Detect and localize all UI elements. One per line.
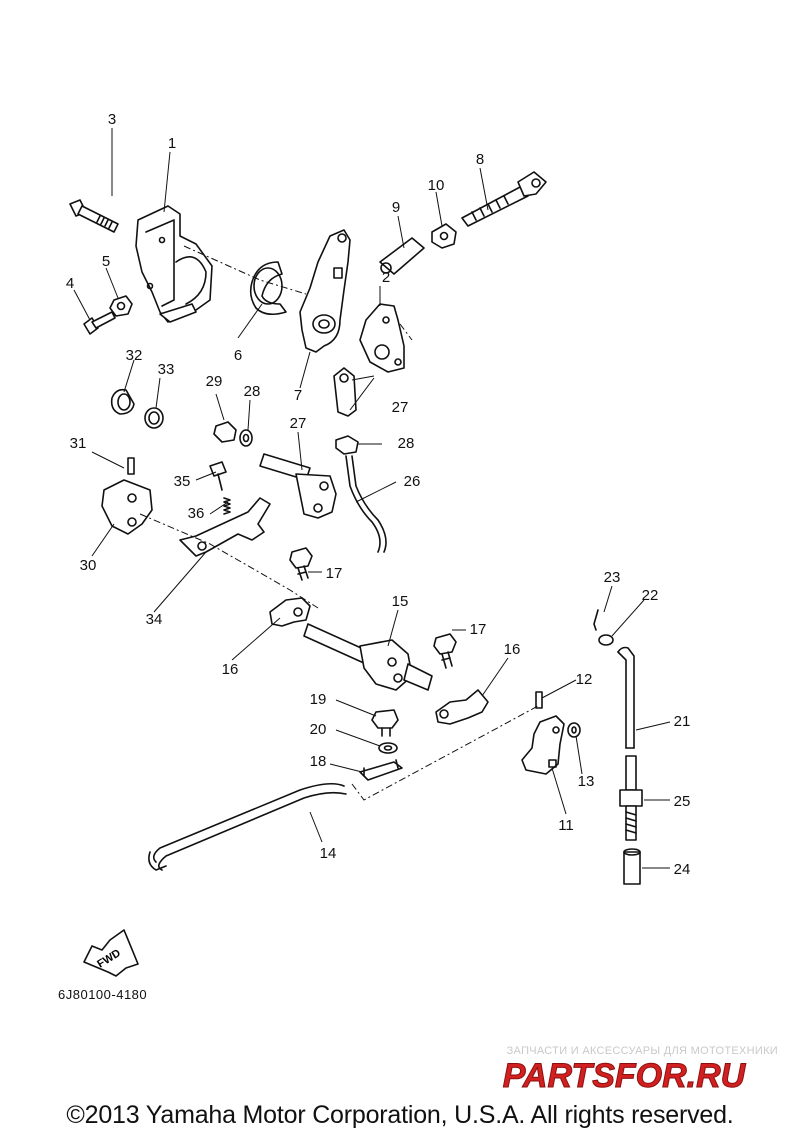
part-33-pin [127,457,135,475]
callout-10: 10 [428,177,445,194]
part-38-spring [223,497,231,515]
part-32-collar [101,479,153,535]
fwd-arrow-icon [83,929,139,977]
callout-15: 15 [392,593,409,610]
part-19-bolt [371,709,399,737]
callout-9: 9 [392,199,400,216]
part-10-nut [431,223,457,249]
part-12-pin [535,691,543,709]
part-8-rod [461,171,547,227]
part-5-nut [109,295,133,317]
part-2-cam-plate [359,303,405,373]
callout-17-upper: 17 [326,565,343,582]
callout-numbers: 3 1 5 4 6 7 2 8 10 9 27 28 26 27 28 29 3… [66,111,691,971]
callout-2: 2 [382,269,390,286]
part-36-shift-fork [179,497,271,557]
part-37-screw [209,461,227,491]
callout-36: 34 [146,611,163,628]
callout-37: 35 [174,473,191,490]
callout-33: 31 [70,435,87,452]
callout-31: 29 [206,373,223,390]
callout-34: 32 [126,347,143,364]
part-25-threaded-link [619,755,643,841]
callout-18: 18 [310,753,327,770]
copyright-notice: ©2013 Yamaha Motor Corporation, U.S.A. A… [66,1101,734,1129]
callout-7: 7 [294,387,302,404]
part-20-washer [378,742,398,754]
part-11-lever [521,715,565,775]
part-9-joint [379,237,425,275]
callout-29: 27 [290,415,307,432]
part-4-screw [83,311,116,335]
callout-16-left: 16 [222,661,239,678]
callout-14: 14 [320,845,337,862]
callout-8: 8 [476,151,484,168]
callout-23: 23 [604,569,621,586]
watermark-logo-text: PARTSFOR.RU [503,1057,747,1093]
callout-21: 21 [674,713,691,730]
part-23-cotter [593,609,599,631]
callout-6: 6 [234,347,242,364]
callout-28: 28 [398,435,415,452]
callout-1: 1 [168,135,176,152]
callout-12: 12 [576,671,593,688]
callout-13: 13 [578,773,595,790]
part-15-shaft [303,623,433,691]
part-7-lever [299,229,351,353]
part-1-bracket [135,205,213,323]
diagram-code: 6J80100-4180 [58,987,148,1002]
part-34-bushing [110,388,135,415]
part-3-bolt [69,199,119,233]
watermark-tagline: ЗАПЧАСТИ И АКСЕССУАРЫ ДЛЯ МОТОТЕХНИКИ [506,1045,778,1057]
part-31-nut [213,421,237,443]
part-21-rod [617,646,635,749]
part-drawings [69,171,643,977]
callout-5: 5 [102,253,110,270]
callout-30: 28 [244,383,261,400]
callout-35: 33 [158,361,175,378]
part-27-connector [333,367,357,417]
part-13-washer [567,722,581,738]
callout-38: 36 [188,505,205,522]
part-29-shift-lever [259,453,337,519]
callout-27: 27 [392,399,409,416]
callout-11: 11 [558,817,574,834]
callout-26: 26 [404,473,421,490]
part-16-clamp-right [435,689,489,725]
part-35-o-ring [144,407,164,429]
callout-24: 24 [674,861,691,878]
watermark-logo: PARTSFOR.RU [502,1057,747,1093]
part-18-plate [359,759,403,781]
part-6-collar [249,261,287,316]
part-24-sleeve [623,848,641,885]
part-17-bolt-upper [289,547,313,581]
part-22-clip [598,634,614,646]
part-14-rod [148,782,347,871]
callout-22: 22 [642,587,659,604]
callout-32: 30 [80,557,97,574]
part-16-clamp-left [269,597,311,627]
callout-19: 19 [310,691,327,708]
callout-20: 20 [310,721,327,738]
part-26-link-rod [345,455,387,553]
part-28-nut [335,435,359,455]
alignment-lines [139,245,539,801]
part-30-washer [239,429,253,447]
callout-16-right: 16 [504,641,521,658]
callout-17-lower: 17 [470,621,487,638]
part-17-bolt-lower [433,633,457,669]
leader-lines [73,128,671,869]
callout-3: 3 [108,111,116,128]
callout-25: 25 [674,793,691,810]
callout-4: 4 [66,275,74,292]
